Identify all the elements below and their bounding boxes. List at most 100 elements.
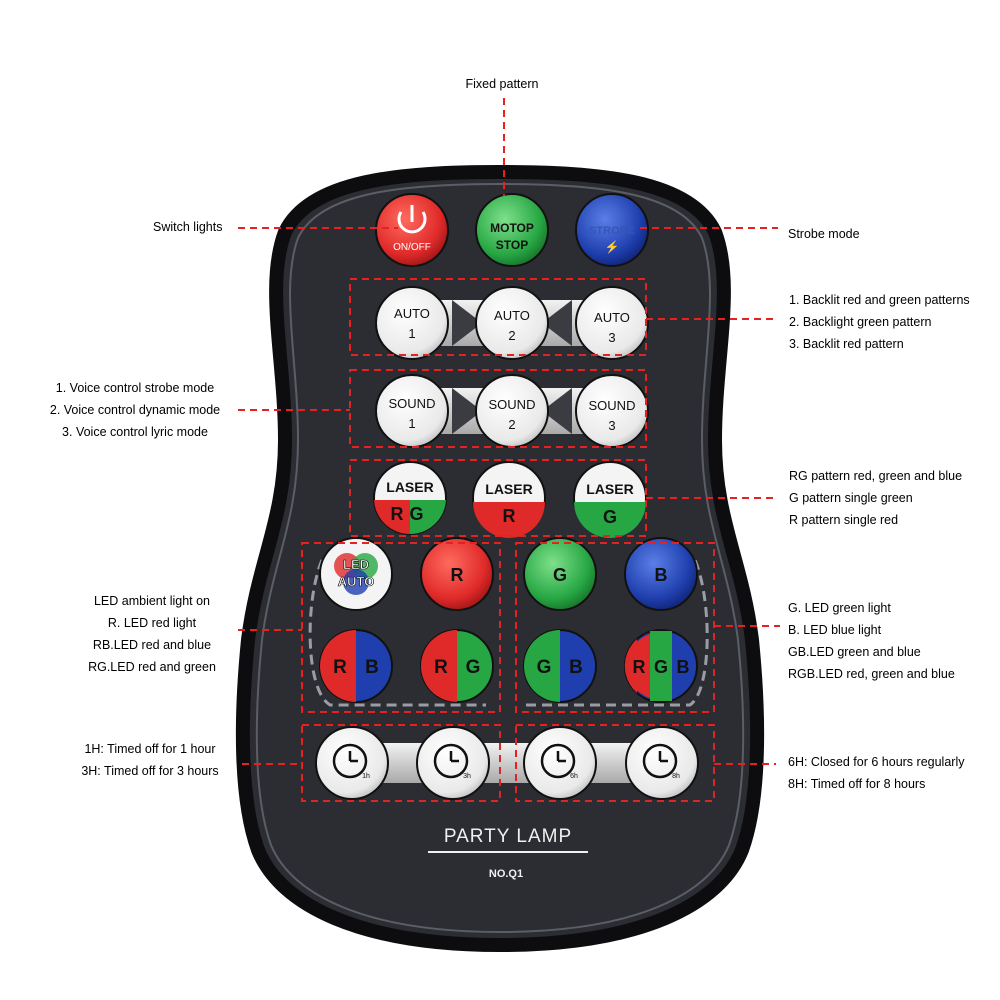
callout-strobe-mode: Strobe mode <box>788 227 860 241</box>
led-left-3: RB.LED red and blue <box>92 638 212 652</box>
led-right-3: GB.LED green and blue <box>788 645 921 659</box>
sound-mode-1: 1. Voice control strobe mode <box>55 381 215 395</box>
laser-mode-1: RG pattern red, green and blue <box>789 469 963 483</box>
led-rgb-button[interactable]: R G B <box>624 629 698 703</box>
auto-3-word: AUTO <box>594 310 630 325</box>
timer-1h-label: 1h <box>362 773 370 780</box>
motor-label-2: STOP <box>496 238 528 252</box>
sound-1-button[interactable]: SOUND 1 <box>375 374 449 448</box>
laser-r-letters: R <box>503 506 516 526</box>
led-right-4: RGB.LED red, green and blue <box>788 667 955 681</box>
sound-2-button[interactable]: SOUND 2 <box>475 374 549 448</box>
callout-auto-modes: 1. Backlit red and green patterns 2. Bac… <box>789 289 970 355</box>
callout-switch-lights: Switch lights <box>153 220 223 234</box>
led-gb-button[interactable]: G B <box>523 629 597 703</box>
motor-stop-button[interactable]: MOTOP STOP <box>475 193 549 267</box>
laser-rg-word: LASER <box>386 479 433 495</box>
led-rb-r: R <box>333 657 347 678</box>
sound-mode-3: 3. Voice control lyric mode <box>62 425 208 439</box>
laser-r-word: LASER <box>485 481 532 497</box>
auto-1-num: 1 <box>408 326 415 341</box>
led-r-button[interactable]: R <box>420 537 494 611</box>
laser-mode-3: R pattern single red <box>789 513 899 527</box>
brand-name: PARTY LAMP <box>444 826 572 847</box>
timer-left-1: 1H: Timed off for 1 hour <box>84 742 216 756</box>
auto-mode-1: 1. Backlit red and green patterns <box>789 293 970 307</box>
callout-lines <box>238 98 780 802</box>
auto-1-word: AUTO <box>394 306 430 321</box>
auto-2-word: AUTO <box>494 308 530 323</box>
sound-3-word: SOUND <box>589 398 636 413</box>
strobe-bolt-icon: ⚡ <box>605 240 620 254</box>
led-left-1: LED ambient light on <box>93 594 211 608</box>
led-rg-r: R <box>434 657 448 678</box>
power-label: ON/OFF <box>393 242 431 253</box>
laser-mode-2: G pattern single green <box>789 491 913 505</box>
auto-mode-3: 3. Backlit red pattern <box>789 337 904 351</box>
led-auto-button[interactable]: LED AUTO <box>319 537 393 611</box>
callout-led-right: G. LED green light B. LED blue light GB.… <box>788 597 955 685</box>
timer-3h-button[interactable]: 3h <box>416 726 490 800</box>
led-rb-button[interactable]: R B <box>319 629 393 703</box>
timer-6h-button[interactable]: 6h <box>523 726 597 800</box>
sound-1-word: SOUND <box>389 396 436 411</box>
laser-g-button[interactable]: LASER G <box>573 461 647 538</box>
timer-8h-button[interactable]: 8h <box>625 726 699 800</box>
timer-1h-button[interactable]: 1h <box>315 726 389 800</box>
led-auto-line1: LED <box>343 557 369 572</box>
motor-label-1: MOTOP <box>490 221 534 235</box>
strobe-label-1: STROBE <box>589 225 635 237</box>
clock-icon <box>642 743 678 779</box>
led-rgb-b: B <box>677 657 690 677</box>
led-auto-line2: AUTO <box>338 574 375 589</box>
laser-rg-letters: RG <box>391 504 430 524</box>
sound-1-num: 1 <box>408 416 415 431</box>
auto-mode-2: 2. Backlight green pattern <box>789 315 932 329</box>
callout-timer-right: 6H: Closed for 6 hours regularly 8H: Tim… <box>788 751 964 795</box>
callout-timer-left: 1H: Timed off for 1 hour 3H: Timed off f… <box>70 738 230 782</box>
led-gb-g: G <box>537 657 552 678</box>
led-gb-b: B <box>569 657 583 678</box>
timer-3h-label: 3h <box>463 773 471 780</box>
timer-6h-label: 6h <box>570 773 578 780</box>
led-rg-button[interactable]: R G <box>420 629 494 703</box>
callout-sound-modes: 1. Voice control strobe mode 2. Voice co… <box>40 377 230 443</box>
timer-track <box>350 743 660 783</box>
led-rb-b: B <box>365 657 379 678</box>
callout-led-left: LED ambient light on R. LED red light RB… <box>82 590 222 678</box>
auto-3-button[interactable]: AUTO 3 <box>575 286 649 360</box>
led-rgb-g: G <box>654 657 668 677</box>
sound-3-button[interactable]: SOUND 3 <box>575 374 649 448</box>
sound-mode-2: 2. Voice control dynamic mode <box>49 403 221 417</box>
callout-laser-modes: RG pattern red, green and blue G pattern… <box>789 465 962 531</box>
led-g-button[interactable]: G <box>523 537 597 611</box>
strobe-button[interactable]: STROBE ⚡ <box>575 193 649 267</box>
led-left-2: R. LED red light <box>107 616 197 630</box>
callout-fixed-pattern: Fixed pattern <box>465 77 539 91</box>
laser-g-letters: G <box>603 507 617 527</box>
power-button[interactable]: ON/OFF <box>375 193 449 267</box>
model-number: NO.Q1 <box>489 868 523 880</box>
laser-r-button[interactable]: LASER R <box>472 461 546 538</box>
clock-icon <box>332 743 368 779</box>
led-g-label: G <box>553 565 567 585</box>
sound-3-num: 3 <box>608 418 615 433</box>
sound-2-word: SOUND <box>489 397 536 412</box>
auto-2-button[interactable]: AUTO 2 <box>475 286 549 360</box>
laser-g-word: LASER <box>586 481 633 497</box>
led-r-label: R <box>451 565 464 585</box>
led-right-1: G. LED green light <box>788 601 891 615</box>
laser-rg-button[interactable]: LASER RG <box>373 461 447 535</box>
auto-1-button[interactable]: AUTO 1 <box>375 286 449 360</box>
sound-2-num: 2 <box>508 417 515 432</box>
timer-right-1: 6H: Closed for 6 hours regularly <box>788 755 965 769</box>
auto-3-num: 3 <box>608 330 615 345</box>
clock-icon <box>540 743 576 779</box>
power-icon <box>397 205 427 234</box>
timer-8h-label: 8h <box>672 773 680 780</box>
clock-icon <box>433 743 469 779</box>
led-rg-g: G <box>466 657 481 678</box>
led-b-button[interactable]: B <box>624 537 698 611</box>
